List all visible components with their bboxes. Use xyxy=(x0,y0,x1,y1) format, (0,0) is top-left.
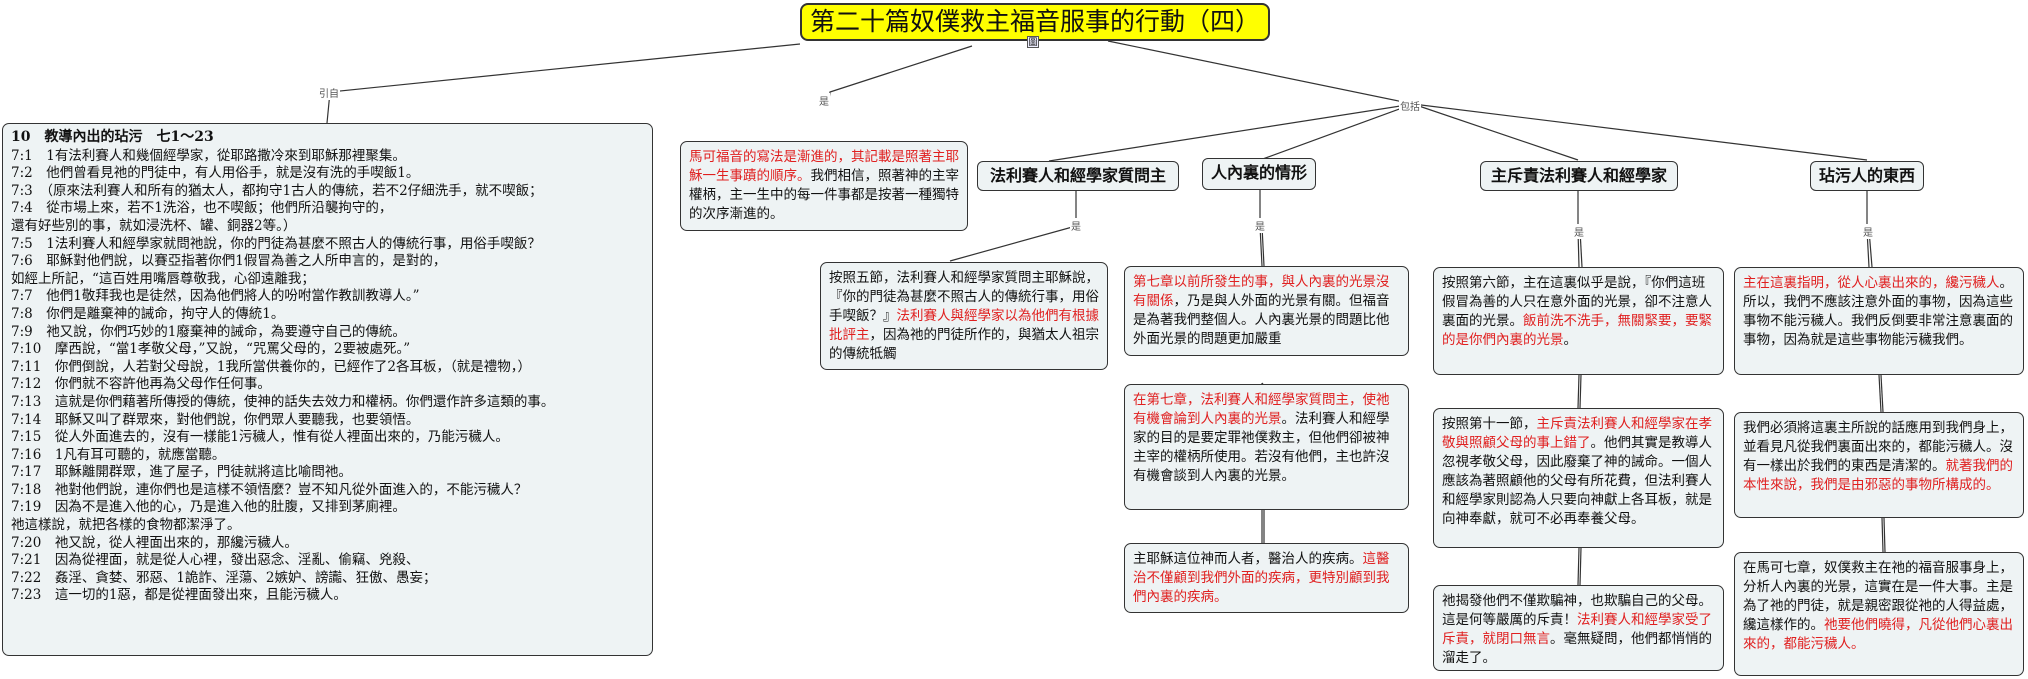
note-highlight: 法利賽人與經學家以為他們有根據批評主 xyxy=(829,308,1099,343)
note-highlight: 法利賽人和經學家受了斥責，就閉口無言 xyxy=(1442,612,1712,647)
link-label-is: 是 xyxy=(818,93,830,108)
topic-lord-rebukes[interactable]: 主斥責法利賽人和經學家 xyxy=(1480,161,1678,191)
scripture-line: 7:19 因為不是進入他的心，乃是進入他的肚腹，又排到茅廁裡。 xyxy=(11,499,406,516)
link-label-col3: 是 xyxy=(1573,224,1585,239)
scripture-lines: 7:1 1有法利賽人和幾個經學家，從耶路撒冷來到耶穌那裡聚集。7:2 他們曾看見… xyxy=(11,148,644,605)
note-col1-1: 按照五節，法利賽人和經學家質問主耶穌說，『你的門徒為甚麼不照古人的傳統行事，用俗… xyxy=(820,262,1108,370)
note-highlight: 在第七章，法利賽人和經學家質問主，使祂有機會論到人內裏的光景 xyxy=(1133,392,1390,427)
scripture-line: 7:11 你們倒說，人若對父母說，1我所當供養你的，已經作了2各耳板，（就是禮物… xyxy=(11,358,531,375)
link-label-col2: 是 xyxy=(1254,218,1266,233)
note-col4-3: 在馬可七章，奴僕救主在祂的福音服事身上，分析人內裏的光景，這實在是一件大事。主是… xyxy=(1734,552,2024,676)
note-col3-2: 按照第十一節，主斥責法利賽人和經學家在孝敬與照顧父母的事上錯了。他們其實是教導人… xyxy=(1433,408,1724,548)
scripture-line: 祂這樣說，就把各樣的食物都潔淨了。 xyxy=(11,517,241,534)
scripture-line: 7:10 摩西說，“當1孝敬父母，”又說，“咒罵父母的，2要被處死。” xyxy=(11,341,411,358)
note-text: 主耶穌這位神而人者，醫治人的疾病。 xyxy=(1133,551,1363,567)
scripture-line: 7:8 你們是離棄神的誡命，拘守人的傳統1。 xyxy=(11,305,285,322)
scripture-box: 10 教導內出的玷污 七1～23 7:1 1有法利賽人和幾個經學家，從耶路撒冷來… xyxy=(2,123,653,656)
scripture-line: 7:21 因為從裡面，就是從人心裡，發出惡念、淫亂、偷竊、兇殺、 xyxy=(11,552,420,569)
note-col4-1: 主在這裏指明，從人心裏出來的，纔污穢人。所以，我們不應該注意外面的事物，因為這些… xyxy=(1734,267,2024,375)
note-text: 按照第十一節， xyxy=(1442,416,1537,432)
intro-note-text: 我們相信，照著神的主宰權柄，主一生中的每一件事都是按著一種獨特的次序漸進的。 xyxy=(689,168,959,222)
note-col2-2: 在第七章，法利賽人和經學家質問主，使祂有機會論到人內裏的光景。法利賽人和經學家的… xyxy=(1124,384,1409,510)
scripture-line: 7:16 1凡有耳可聽的，就應當聽。 xyxy=(11,446,226,463)
link-label-col1: 是 xyxy=(1070,218,1082,233)
topic-pharisees-question[interactable]: 法利賽人和經學家質問主 xyxy=(977,161,1179,191)
scripture-line: 7:4 從市場上來，若不1洗浴，也不喫飯；他們所沿襲拘守的， xyxy=(11,200,393,217)
scripture-line: 7:17 耶穌離開群眾，進了屋子，門徒就將這比喻問祂。 xyxy=(11,464,352,481)
scripture-line: 7:23 這一切的1惡，都是從裡面發出來，且能污穢人。 xyxy=(11,587,347,604)
scripture-line: 7:2 他們曾看見祂的門徒中，有人用俗手，就是沒有洗的手喫飯1。 xyxy=(11,165,420,182)
map-icon[interactable]: 圖 xyxy=(1027,36,1039,48)
scripture-line: 7:20 祂又說，從人裡面出來的，那纔污穢人。 xyxy=(11,534,298,551)
note-col3-3: 祂揭發他們不僅欺騙神，也欺騙自己的父母。這是何等嚴厲的斥責！法利賽人和經學家受了… xyxy=(1433,585,1724,671)
scripture-line: 7:7 他們1敬拜我也是徒然，因為他們將人的吩咐當作教訓教導人。” xyxy=(11,288,420,305)
note-text: 我們必須將這裏主所說的話應用到我們身上，並看見凡從我們裏面出來的，都能污穢人。沒… xyxy=(1743,420,2013,474)
scripture-line: 7:5 1法利賽人和經學家就問祂說，你的門徒為甚麼不照古人的傳統行事，用俗手喫飯… xyxy=(11,235,541,252)
note-col2-3: 主耶穌這位神而人者，醫治人的疾病。這醫治不僅顧到我們外面的疾病，更特別顧到我們內… xyxy=(1124,543,1409,613)
link-label-include: 包括 xyxy=(1399,98,1421,113)
page-title: 第二十篇奴僕救主福音服事的行動（四） xyxy=(800,3,1270,41)
note-col3-1: 按照第六節，主在這裏似乎是說，『你們這班假冒為善的人只在意外面的光景，卻不注意人… xyxy=(1433,267,1724,375)
note-highlight: 飯前洗不洗手，無關緊要，要緊的是你們內裏的光景 xyxy=(1442,313,1712,348)
note-text: 按照五節，法利賽人和經學家質問主耶穌說，『你的門徒為甚麼不照古人的傳統行事，用俗… xyxy=(829,270,1099,324)
topic-inner-condition[interactable]: 人內裏的情形 xyxy=(1202,158,1316,190)
note-highlight: 主在這裏指明，從人心裏出來的，纔污穢人 xyxy=(1743,275,2000,291)
note-text: 。所以，我們不應該注意外面的事物，因為這些事物不能污穢人。我們反倒要非常注意裏面… xyxy=(1743,275,2013,348)
note-col4-2: 我們必須將這裏主所說的話應用到我們身上，並看見凡從我們裏面出來的，都能污穢人。沒… xyxy=(1734,412,2024,518)
note-text: 。毫無疑問，他們都悄悄的溜走了。 xyxy=(1442,631,1712,666)
intro-note-highlight: 馬可福音的寫法是漸進的，其記載是照著主耶穌一生事蹟的順序。 xyxy=(689,149,959,184)
note-highlight: 第七章以前所發生的事，與人內裏的光景沒有關係 xyxy=(1133,274,1390,309)
scripture-line: 7:22 姦淫、貪婪、邪惡、1詭詐、淫蕩、2嫉妒、謗讟、狂傲、愚妄； xyxy=(11,569,437,586)
scripture-line: 7:14 耶穌又叫了群眾來，對他們說，你們眾人要聽我，也要領悟。 xyxy=(11,411,420,428)
note-text: 在馬可七章，奴僕救主在祂的福音服事身上，分析人內裏的光景，這實在是一件大事。主是… xyxy=(1743,560,2013,633)
note-text: ，因為祂的門徒所作的，與猶太人祖宗的傳統牴觸 xyxy=(829,327,1099,362)
note-col2-1: 第七章以前所發生的事，與人內裏的光景沒有關係，乃是與人外面的光景有關。但福音是為… xyxy=(1124,266,1409,356)
note-text: 。 xyxy=(1563,332,1578,348)
link-label-quote: 引自 xyxy=(318,85,340,100)
scripture-line: 7:1 1有法利賽人和幾個經學家，從耶路撒冷來到耶穌那裡聚集。 xyxy=(11,147,406,164)
note-text: ，乃是與人外面的光景有關。但福音是為著我們整個人。人內裏光景的問題比他外面光景的… xyxy=(1133,293,1390,347)
topic-defiling-things[interactable]: 玷污人的東西 xyxy=(1810,161,1924,191)
scripture-heading: 10 教導內出的玷污 七1～23 xyxy=(11,129,214,145)
note-highlight: 這醫治不僅顧到我們外面的疾病，更特別顧到我們內裏的疾病。 xyxy=(1133,551,1390,605)
scripture-line: 7:9 祂又說，你們巧妙的1廢棄神的誡命，為要遵守自己的傳統。 xyxy=(11,323,406,340)
note-text: 。法利賽人和經學家的目的是要定罪祂僕救主，但他們卻被神主宰的權柄所使用。若沒有他… xyxy=(1133,411,1390,484)
intro-note: 馬可福音的寫法是漸進的，其記載是照著主耶穌一生事蹟的順序。我們相信，照著神的主宰… xyxy=(680,141,968,231)
note-text: 祂揭發他們不僅欺騙神，也欺騙自己的父母。這是何等嚴厲的斥責！ xyxy=(1442,593,1712,628)
scripture-line: 7:6 耶穌對他們說，以賽亞指著你們1假冒為善之人所申言的，是對的， xyxy=(11,253,447,270)
scripture-line: 7:13 這就是你們藉著所傳授的傳統，使神的話失去效力和權柄。你們還作許多這類的… xyxy=(11,393,555,410)
scripture-line: 還有好些別的事，就如浸洗杯、罐、銅器2等。） xyxy=(11,217,297,234)
scripture-line: 7:18 祂對他們說，連你們也是這樣不領悟麼？豈不知凡從外面進入的，不能污穢人？ xyxy=(11,481,528,498)
note-highlight: 主斥責法利賽人和經學家在孝敬與照顧父母的事上錯了 xyxy=(1442,416,1712,451)
scripture-line: 7:3 （原來法利賽人和所有的猶太人，都拘守1古人的傳統，若不2仔細洗手，就不喫… xyxy=(11,182,543,199)
note-text: 按照第六節，主在這裏似乎是說，『你們這班假冒為善的人只在意外面的光景，卻不注意人… xyxy=(1442,275,1712,329)
note-text: 。他們其實是教導人忽視孝敬父母，因此廢棄了神的誡命。一個人應該為著照顧他的父母有… xyxy=(1442,435,1712,527)
scripture-line: 如經上所記，“這百姓用嘴唇尊敬我，心卻遠離我； xyxy=(11,270,315,287)
note-highlight: 祂要他們曉得，凡從他們心裏出來的，都能污穢人。 xyxy=(1743,617,2013,652)
note-highlight: 就著我們的本性來說，我們是由邪惡的事物所構成的。 xyxy=(1743,458,2013,493)
scripture-line: 7:12 你們就不容許他再為父母作任何事。 xyxy=(11,376,271,393)
scripture-line: 7:15 從人外面進去的，沒有一樣能1污穢人，惟有從人裡面出來的，乃能污穢人。 xyxy=(11,429,509,446)
link-label-col4: 是 xyxy=(1862,224,1874,239)
